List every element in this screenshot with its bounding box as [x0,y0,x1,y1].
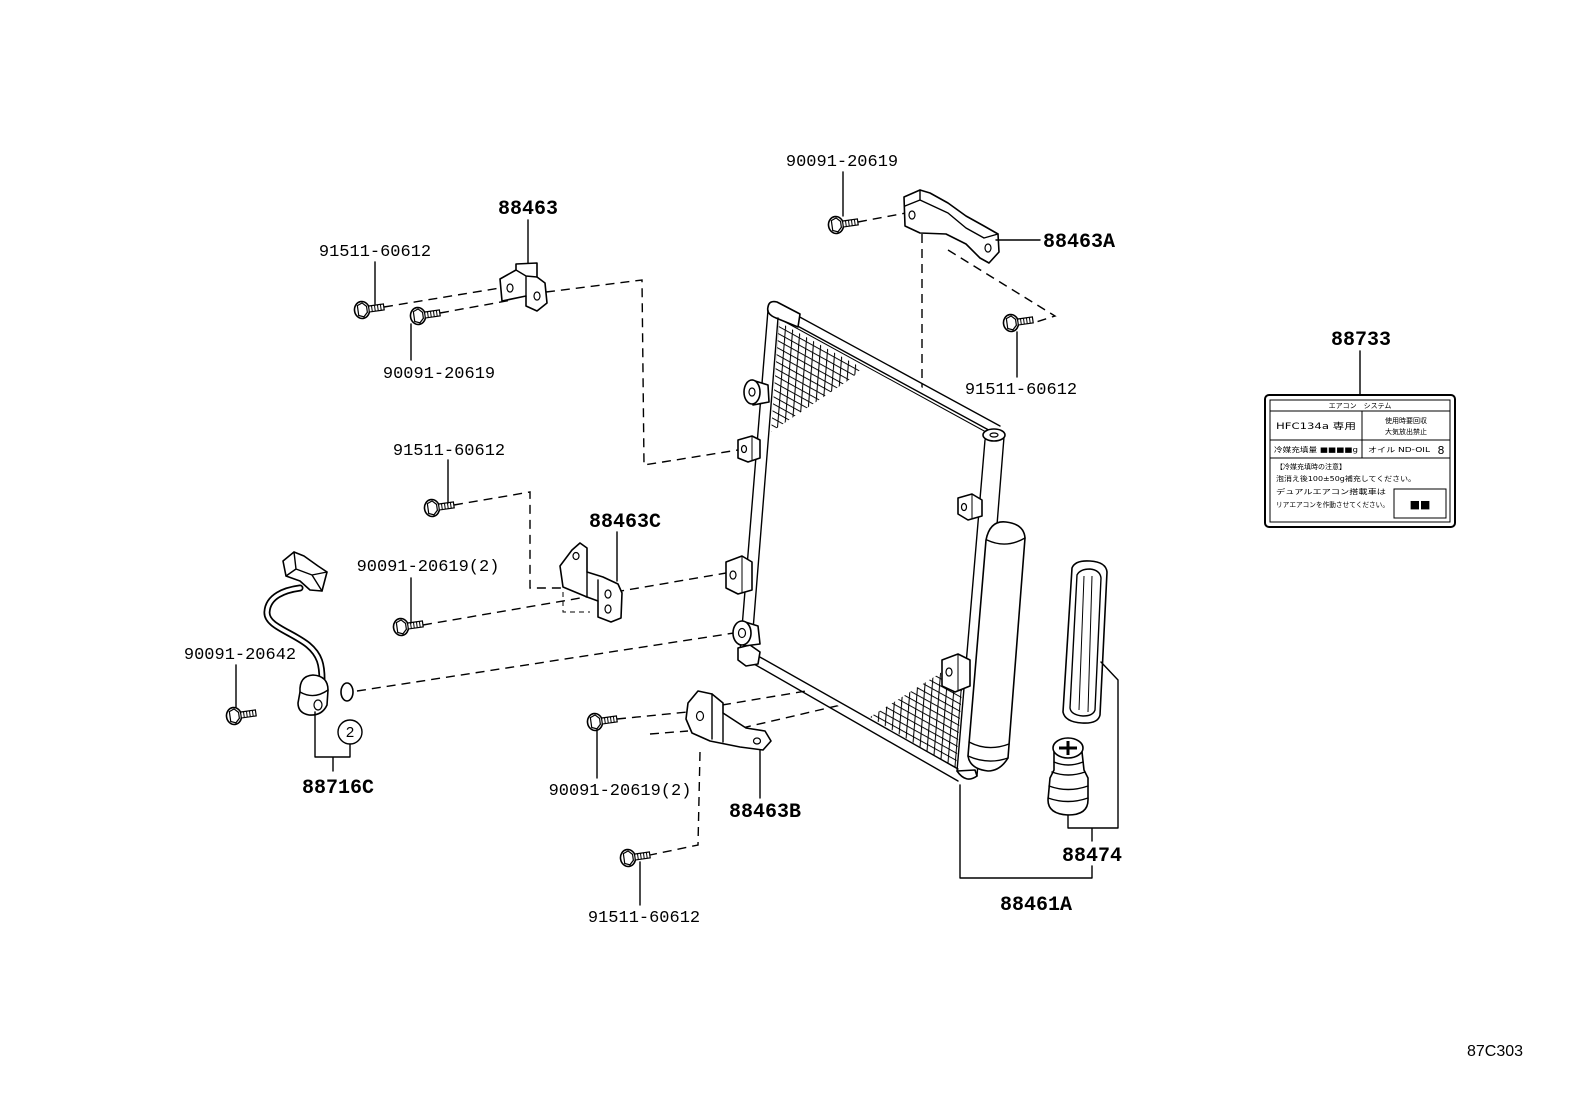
label-code-box: ■■ [1410,498,1431,511]
figure-code: 87C303 [1467,1043,1523,1060]
caution-label: エアコン システム HFC134a 専用 使用時要回収 大気放出禁止 冷媒充填量… [1264,394,1456,528]
condenser-bracket-block-left-upper [737,435,761,463]
callout-upper-left-bolt-inner: 90091-20619 [383,365,495,384]
bracket-middle-left [559,542,623,623]
label-recovery-line2: 大気放出禁止 [1385,427,1427,436]
callout-lower-bracket: 88463B [729,801,801,824]
label-oil-number: 8 [1438,444,1445,457]
dryer-cap-plug [1047,737,1089,816]
bolt-middle-left-upper [422,495,456,519]
label-oil: オイル ND-OIL [1368,446,1430,454]
callout-upper-right-bolt: 91511-60612 [965,381,1077,400]
pressure-sensor-assembly [263,551,354,716]
callout-lower-bolt-lower: 91511-60612 [588,909,700,928]
callouts: 90091-20619 88463 88463A 91511-60612 900… [184,153,1391,928]
bracket-upper-right [903,189,1000,264]
reference-marker: 2 [337,719,363,745]
condenser-bracket-block-right-lower [941,653,971,693]
condenser-pressure-port [732,620,761,647]
callout-lower-bolt-upper: 90091-20619(2) [549,782,692,801]
label-recovery-line1: 使用時要回収 [1385,416,1427,425]
label-note-line1: 泡消え後100±50g補充してください。 [1276,474,1416,483]
callout-top-center-bolt: 90091-20619 [786,153,898,172]
callout-sensor: 88716C [302,777,374,800]
callout-middle-left-bolt-upper: 91511-60612 [393,442,505,461]
callout-upper-right-bracket: 88463A [1043,231,1115,254]
condenser-fin-mesh-lower [870,666,964,768]
callout-middle-left-bolt-lower: 90091-20619(2) [357,558,500,577]
label-charge-amount: 冷媒充填量 ■■■■g [1274,445,1358,454]
dryer-filter-element [1062,560,1108,724]
condenser-fin-mesh-upper [771,322,862,432]
callout-middle-left-bracket: 88463C [589,511,661,534]
label-note-line2: デュアルエアコン搭載車は [1276,487,1386,496]
bolt-lower-upper [585,709,619,733]
label-note-line3: リアエアコンを作動させてください。 [1276,500,1389,509]
bracket-upper-left [499,262,548,312]
label-refrigerant: HFC134a 専用 [1276,421,1356,432]
label-header: エアコン システム [1329,402,1392,410]
condenser [725,300,1026,782]
callout-upper-left-bolt-outer: 91511-60612 [319,243,431,262]
bolt-upper-left-outer [352,297,386,321]
bolt-upper-left-inner [408,303,442,327]
o-ring [340,682,354,702]
reference-marker-number: 2 [346,724,354,741]
callout-condenser: 88461A [1000,894,1072,917]
sensor-connector [282,551,328,592]
callout-upper-left-bracket: 88463 [498,198,558,221]
condenser-rubber-mount-upper [743,379,770,406]
condenser-bracket-block-right-upper [957,493,983,521]
bracket-lower [685,690,772,751]
callout-label-part: 88733 [1331,329,1391,352]
bolt-upper-right [1001,310,1035,334]
callout-sensor-bolt: 90091-20642 [184,646,296,665]
bolt-sensor [224,703,258,727]
receiver-dryer [967,521,1026,772]
callout-filter-parts: 88474 [1062,845,1122,868]
leader-lines [235,171,1361,906]
label-note-title: 【冷媒充填時の注意】 [1276,462,1346,471]
bolt-middle-left-lower [391,614,425,638]
sensor-body [297,674,329,716]
condenser-bracket-block-left-middle [725,555,753,595]
bolt-lower-lower [618,845,652,869]
